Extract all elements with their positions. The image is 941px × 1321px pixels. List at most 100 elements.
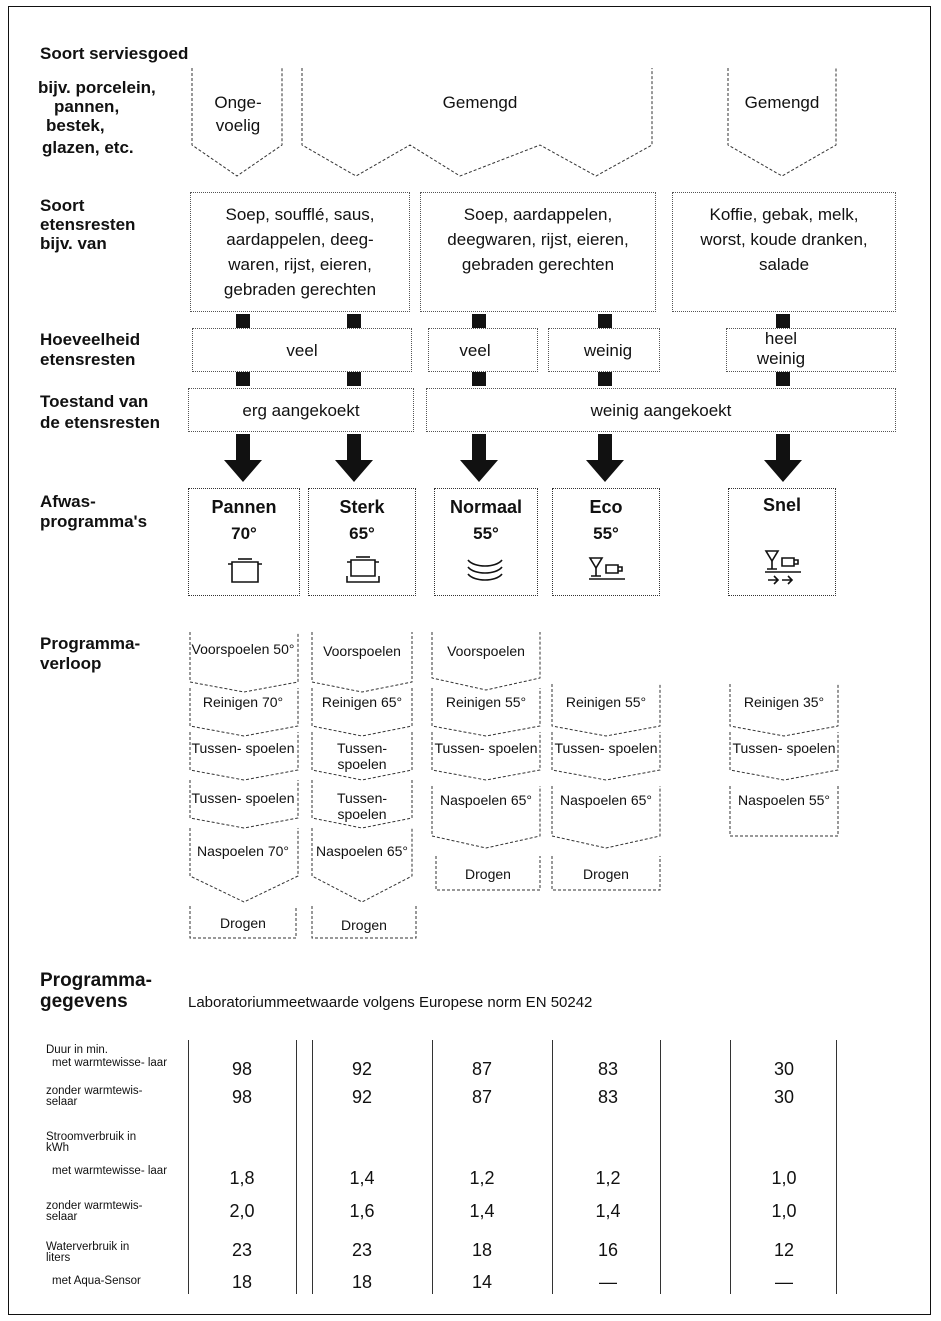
arrow-down-icon [764, 434, 802, 482]
outer-frame [8, 6, 931, 1315]
program-name-eco: Eco [589, 497, 623, 517]
value-water-eco: 16 [597, 1240, 619, 1260]
value-aqua-eco: — [599, 1272, 617, 1292]
arrow-down-icon [224, 434, 262, 482]
etensresten-label-2: etensresten [40, 215, 136, 234]
step-normaal-naspoelen: Naspoelen 65° [440, 792, 532, 808]
verloop-step-outlines [189, 632, 839, 939]
toestand-label-2: de etensresten [40, 413, 160, 432]
connector-square [598, 314, 612, 328]
value-aqua-pannen: 18 [231, 1272, 253, 1292]
connector-square [776, 372, 790, 386]
hoeveelheid-col3-1: heel [764, 329, 798, 348]
program-name-normaal: Normaal [449, 497, 523, 517]
label-stroom-zonder: zonder warmtewis- selaar [46, 1200, 143, 1223]
verloop-label-1: Programma- [40, 634, 141, 653]
step-pannen-naspoelen: Naspoelen 70° [197, 843, 289, 859]
etensresten-box-1 [190, 192, 410, 312]
etensresten-col3-2: worst, koude dranken, [700, 230, 868, 249]
norm-text: Laboratoriummeetwaarde volgens Europese … [188, 994, 593, 1011]
step-normaal-tussenspoelen: Tussen- spoelen [434, 740, 538, 756]
serviesgoed-sub-3: bestek, [46, 116, 105, 135]
step-eco-drogen: Drogen [583, 866, 629, 882]
value-stroom-zonder-pannen: 2,0 [229, 1201, 255, 1221]
afwas-label-1: Afwas- [40, 492, 96, 511]
step-sterk-reinigen: Reinigen 65° [321, 694, 403, 710]
label-duur: Duur in min. [46, 1044, 108, 1056]
serviesgoed-col1-line1: Onge- [214, 93, 262, 112]
value-water-snel: 12 [773, 1240, 795, 1260]
step-pannen-reinigen: Reinigen 70° [202, 694, 284, 710]
value-stroom-zonder-snel: 1,0 [771, 1201, 797, 1221]
program-box-pannen[interactable] [188, 488, 300, 596]
connector-square [347, 314, 361, 328]
label-duur-zonder: zonder warmtewis- selaar [46, 1085, 143, 1108]
step-eco-reinigen: Reinigen 55° [565, 694, 647, 710]
hoeveelheid-box-2b [548, 328, 660, 372]
connector-square [472, 372, 486, 386]
value-duur-zonder-eco: 83 [597, 1087, 619, 1107]
program-box-sterk[interactable] [308, 488, 416, 596]
step-snel-reinigen: Reinigen 35° [743, 694, 825, 710]
col-separator [296, 1040, 297, 1294]
col-separator [660, 1040, 661, 1294]
label-duur-met: met warmtewisse- laar [52, 1057, 168, 1069]
verloop-label-2: verloop [40, 654, 102, 673]
serviesgoed-col1-line2: voelig [215, 116, 261, 135]
step-snel-tussenspoelen: Tussen- spoelen [732, 740, 836, 756]
program-name-sterk: Sterk [339, 497, 385, 517]
serviesgoed-col2: Gemengd [442, 93, 518, 112]
serviesgoed-sub-4: glazen, etc. [42, 138, 134, 157]
program-temp-sterk: 65° [349, 524, 375, 543]
connector-square [472, 314, 486, 328]
col-separator [836, 1040, 837, 1294]
label-stroom-met: met warmtewisse- laar [52, 1165, 168, 1177]
toestand-label-1: Toestand van [40, 392, 149, 411]
glass-cup-icon [588, 557, 625, 580]
step-pannen-tussenspoelen-1: Tussen- spoelen [191, 740, 295, 756]
step-normaal-voorspoelen: Voorspoelen [447, 643, 525, 659]
program-name-snel: Snel [762, 495, 801, 515]
col-separator [432, 1040, 433, 1294]
serviesgoed-sub-1: bijv. porcelein, [38, 78, 156, 97]
etensresten-label-1: Soort [40, 196, 85, 215]
value-duur-met-snel: 30 [773, 1059, 795, 1079]
value-stroom-met-snel: 1,0 [771, 1168, 797, 1188]
value-aqua-sterk: 18 [351, 1272, 373, 1292]
etensresten-box-3 [672, 192, 896, 312]
label-aqua: met Aqua-Sensor [52, 1275, 141, 1287]
serviesgoed-sub-2: pannen, [54, 97, 120, 116]
etensresten-col3-1: Koffie, gebak, melk, [709, 205, 859, 224]
etensresten-col2-1: Soep, aardappelen, [463, 205, 613, 224]
arrow-down-icon [335, 434, 373, 482]
program-box-eco[interactable] [552, 488, 660, 596]
hoeveelheid-col2b: weinig [583, 341, 633, 360]
gegevens-label-2: gegevens [40, 991, 128, 1012]
etensresten-col1-1: Soep, soufflé, saus, [225, 205, 375, 224]
etensresten-label-3: bijv. van [40, 234, 107, 253]
step-sterk-tussenspoelen-1: Tussen- spoelen [336, 740, 388, 772]
step-snel-naspoelen: Naspoelen 55° [738, 792, 830, 808]
program-box-normaal[interactable] [434, 488, 538, 596]
value-duur-met-pannen: 98 [231, 1059, 253, 1079]
etensresten-box-2 [420, 192, 656, 312]
step-pannen-voorspoelen: Voorspoelen 50° [191, 641, 295, 657]
step-sterk-voorspoelen: Voorspoelen [323, 643, 401, 659]
col-separator [552, 1040, 553, 1294]
arrow-down-icon [460, 434, 498, 482]
hoeveelheid-label-2: etensresten [40, 350, 136, 369]
step-pannen-drogen: Drogen [220, 915, 266, 931]
step-eco-naspoelen: Naspoelen 65° [560, 792, 652, 808]
step-sterk-naspoelen: Naspoelen 65° [316, 843, 408, 859]
glass-cup-quick-icon [764, 550, 801, 585]
toestand-col1: erg aangekoekt [242, 401, 360, 420]
afwas-label-2: programma's [40, 512, 148, 531]
value-duur-met-normaal: 87 [471, 1059, 493, 1079]
hoeveelheid-label-1: Hoeveelheid [40, 330, 141, 349]
connector-square [236, 372, 250, 386]
serviesgoed-col3: Gemengd [744, 93, 820, 112]
toestand-box-2 [426, 388, 896, 432]
label-water: Waterverbruik in liters [46, 1241, 130, 1264]
program-box-snel[interactable] [728, 488, 836, 596]
